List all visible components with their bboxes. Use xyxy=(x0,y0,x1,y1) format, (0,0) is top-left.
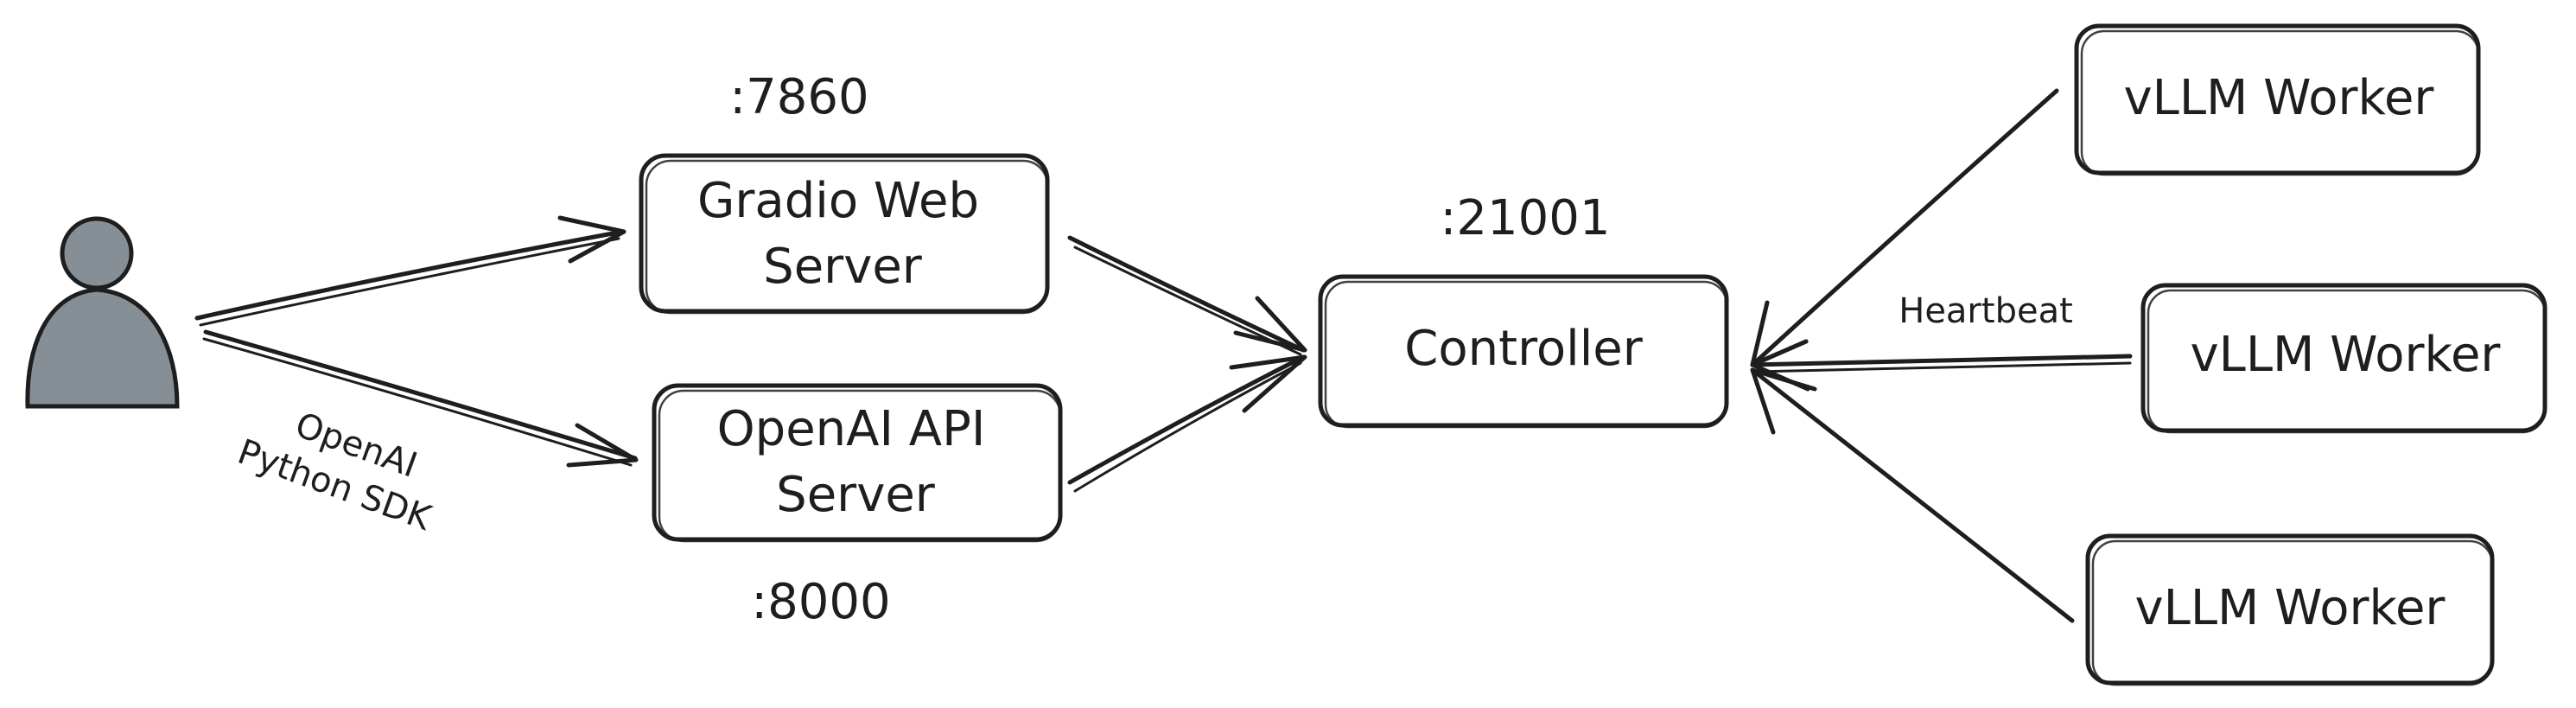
openai-api-label-line-1: OpenAI API xyxy=(717,401,986,457)
worker-1-label: vLLM Worker xyxy=(2124,70,2435,126)
heartbeat-label: Heartbeat xyxy=(1899,291,2073,331)
gradio-label-line-2: Server xyxy=(763,239,923,295)
openai-api-label-line-2: Server xyxy=(776,467,936,523)
controller-label: Controller xyxy=(1404,321,1643,377)
arrow-user-to-openai xyxy=(202,329,639,468)
edge-label-openai-sdk: OpenAI Python SDK xyxy=(232,405,437,539)
user-icon xyxy=(25,216,180,409)
controller-port-label: :21001 xyxy=(1440,190,1610,246)
node-controller: Controller xyxy=(1318,274,1729,429)
gradio-port-label: :7860 xyxy=(729,69,868,125)
node-vllm-worker-1: vLLM Worker xyxy=(2074,23,2481,176)
worker-2-label: vLLM Worker xyxy=(2191,327,2502,383)
arrow-worker3-to-controller xyxy=(1750,367,2075,623)
arrow-worker2-to-controller xyxy=(1750,339,2133,392)
arrow-openai-to-controller xyxy=(1067,354,1307,493)
node-openai-api-server: OpenAI API Server xyxy=(652,383,1063,543)
node-vllm-worker-2: vLLM Worker xyxy=(2140,283,2547,434)
node-gradio-web-server: Gradio Web Server xyxy=(639,153,1050,315)
gradio-label-line-1: Gradio Web xyxy=(697,173,979,229)
worker-3-label: vLLM Worker xyxy=(2135,580,2446,636)
arrow-gradio-to-controller xyxy=(1067,235,1307,356)
arrow-user-to-gradio xyxy=(194,215,627,327)
node-vllm-worker-3: vLLM Worker xyxy=(2085,533,2495,686)
openai-api-port-label: :8000 xyxy=(751,574,890,630)
